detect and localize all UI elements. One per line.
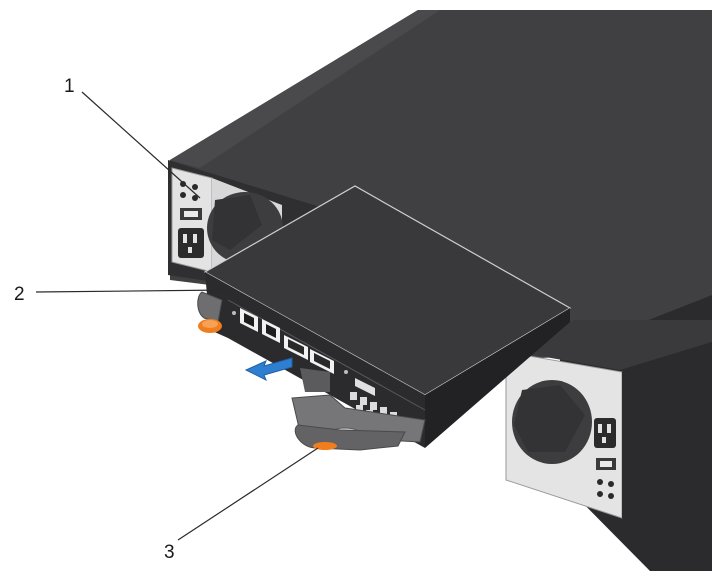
power-supply-unit-right <box>505 320 712 571</box>
fan-grille-icon <box>512 380 592 464</box>
callout-leader-3 <box>177 447 319 541</box>
callout-number-3: 3 <box>164 542 175 563</box>
callout-leader-2 <box>35 289 229 293</box>
power-socket-icon <box>594 418 616 448</box>
power-socket-icon <box>178 228 204 258</box>
callout-leader-1 <box>81 91 201 199</box>
controller-module <box>197 185 572 448</box>
latch-handle <box>197 291 223 333</box>
network-port-icon <box>240 308 280 343</box>
removal-arrow-icon <box>244 357 293 382</box>
callout-number-2: 2 <box>14 284 25 305</box>
callout-number-1: 1 <box>64 76 75 97</box>
release-lever <box>291 368 426 451</box>
